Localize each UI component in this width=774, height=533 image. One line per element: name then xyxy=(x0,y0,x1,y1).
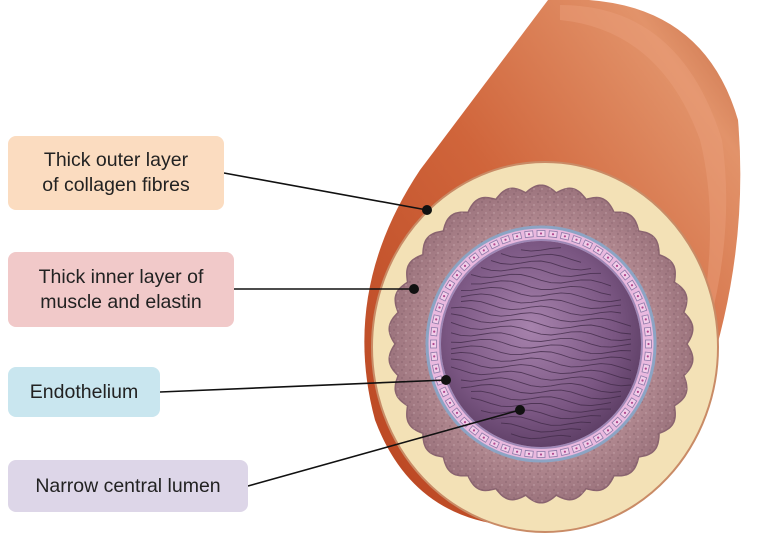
cell-nucleus xyxy=(552,453,554,455)
cell-nucleus xyxy=(435,318,437,320)
cell-nucleus xyxy=(504,447,506,449)
label-lumen: Narrow central lumen xyxy=(8,460,248,512)
label-collagen-layer: Thick outer layer of collagen fibres xyxy=(8,136,224,210)
leader-line-collagen xyxy=(224,173,427,210)
cell-nucleus xyxy=(464,421,466,423)
cell-nucleus xyxy=(645,318,647,320)
cell-nucleus xyxy=(464,265,466,267)
label-muscle-line2: muscle and elastin xyxy=(39,290,204,315)
label-collagen-line1: Thick outer layer xyxy=(42,148,189,173)
cell-nucleus xyxy=(564,235,566,237)
cell-nucleus xyxy=(473,429,475,431)
label-endothelium-text: Endothelium xyxy=(30,380,138,405)
cell-nucleus xyxy=(597,437,599,439)
cell-nucleus xyxy=(443,391,445,393)
cell-nucleus xyxy=(435,368,437,370)
cell-nucleus xyxy=(616,265,618,267)
cell-nucleus xyxy=(597,249,599,251)
cell-nucleus xyxy=(540,453,542,455)
cell-nucleus xyxy=(540,232,542,234)
cell-nucleus xyxy=(449,402,451,404)
cell-nucleus xyxy=(587,243,589,245)
cell-nucleus xyxy=(493,443,495,445)
cell-nucleus xyxy=(641,379,643,381)
cell-nucleus xyxy=(631,402,633,404)
cell-nucleus xyxy=(575,239,577,241)
cell-nucleus xyxy=(433,355,435,357)
cell-nucleus xyxy=(624,412,626,414)
cell-nucleus xyxy=(516,451,518,453)
cell-nucleus xyxy=(575,447,577,449)
cell-nucleus xyxy=(607,429,609,431)
cell-nucleus xyxy=(493,243,495,245)
lumen xyxy=(441,241,641,447)
cell-nucleus xyxy=(647,331,649,333)
cell-nucleus xyxy=(587,443,589,445)
cell-nucleus xyxy=(456,412,458,414)
cell-nucleus xyxy=(647,343,649,345)
cell-nucleus xyxy=(483,437,485,439)
cell-nucleus xyxy=(631,284,633,286)
cell-nucleus xyxy=(564,451,566,453)
cell-nucleus xyxy=(516,235,518,237)
cell-nucleus xyxy=(528,233,530,235)
cell-nucleus xyxy=(637,295,639,297)
cell-nucleus xyxy=(641,306,643,308)
cell-nucleus xyxy=(616,421,618,423)
cell-nucleus xyxy=(449,284,451,286)
label-muscle-line1: Thick inner layer of xyxy=(39,265,204,290)
cell-nucleus xyxy=(607,257,609,259)
cell-nucleus xyxy=(647,355,649,357)
cell-nucleus xyxy=(528,453,530,455)
cell-nucleus xyxy=(637,391,639,393)
cell-nucleus xyxy=(552,233,554,235)
label-lumen-text: Narrow central lumen xyxy=(35,474,220,499)
cell-nucleus xyxy=(443,295,445,297)
cell-nucleus xyxy=(483,249,485,251)
cell-nucleus xyxy=(624,274,626,276)
label-muscle-layer: Thick inner layer of muscle and elastin xyxy=(8,252,234,327)
pointer-dot-lumen xyxy=(515,405,525,415)
cell-nucleus xyxy=(504,239,506,241)
cell-nucleus xyxy=(645,368,647,370)
pointer-dot-muscle xyxy=(409,284,419,294)
cell-nucleus xyxy=(438,306,440,308)
cell-nucleus xyxy=(433,331,435,333)
label-endothelium: Endothelium xyxy=(8,367,160,417)
cell-nucleus xyxy=(473,257,475,259)
pointer-dot-endothelium xyxy=(441,375,451,385)
cell-nucleus xyxy=(456,274,458,276)
pointer-dot-collagen xyxy=(422,205,432,215)
cell-nucleus xyxy=(432,343,434,345)
label-collagen-line2: of collagen fibres xyxy=(42,173,189,198)
